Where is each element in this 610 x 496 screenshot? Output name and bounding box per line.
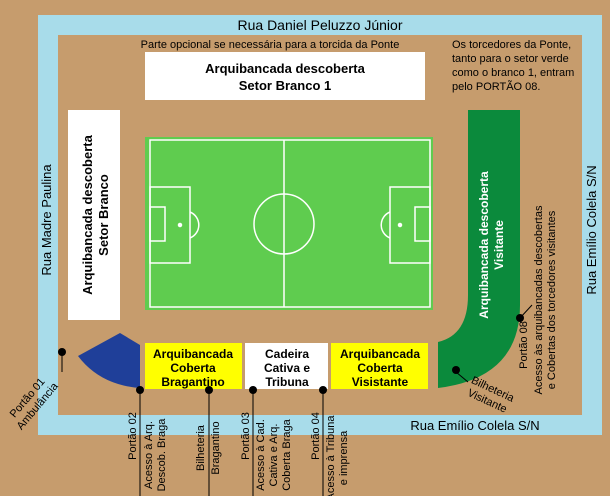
street-top [38,15,602,35]
portao02-marker[interactable] [136,386,144,394]
stand-right-green-label-1: Arquibancada descoberta [477,171,491,319]
stand-top-white-label-1: Arquibancada descoberta [205,61,365,76]
bilheteria-bragantino-marker[interactable] [205,386,213,394]
pitch-center-circle [253,193,315,255]
portao08-label-1: Portão 08 [518,321,530,369]
stand-yellow-bragantino: Arquibancada Coberta Bragantino [145,343,242,389]
gate-leader-lines [61,304,533,496]
stand-white-cadeira: Cadeira Cativa e Tribuna [245,343,328,389]
gate-markers [58,314,524,394]
stand-yellow-bragantino-shape [145,343,242,389]
street-bottom [38,415,602,435]
stand-yellow-bragantino-label-3: Bragantino [161,375,224,389]
portao03-marker[interactable] [249,386,257,394]
stand-white-cadeira-label-1: Cadeira [265,347,309,361]
football-pitch [145,137,433,310]
portao02-label-3: Descob. Braga [156,418,168,492]
stand-yellow-visitante-label-1: Arquibancada [340,347,420,361]
street-left [38,15,58,435]
stand-right-green: Arquibancada descoberta Visitante [438,110,520,388]
stand-yellow-bragantino-label-1: Arquibancada [153,347,233,361]
stand-yellow-visitante-label-2: Coberta [357,361,403,375]
portao03-label-3: Cativa e Arq. [268,424,280,487]
portao02-label-2: Acesso à Arq. [143,421,155,489]
stand-left-white-shape [68,110,120,320]
stand-blue-curve [78,333,140,388]
portao08-marker[interactable] [516,314,524,322]
stand-right-green-label-2: Visitante [492,220,506,270]
pitch-surface [145,137,433,310]
portao04-label-2: Acesso à Tribuna [325,415,337,496]
stand-left-white-label-2: Setor Branco [96,174,111,256]
stand-left-white-label-1: Arquibancada descoberta [80,134,95,294]
ponte-note-line-1: Os torcedores da Ponte, [452,39,571,51]
stand-right-green-shape [438,110,520,388]
pitch-left-penalty-spot [177,222,183,228]
stand-white-cadeira-label-2: Cativa e [264,361,310,375]
pitch-left-penalty-arc [189,211,200,239]
portao03-label-4: Coberta Braga [281,418,293,490]
bilheteria-visitante-leader [455,371,469,383]
stand-top-white-label-2: Setor Branco 1 [239,78,331,93]
portao08-label-3: e Cobertas dos torcedores visitantes [546,210,558,389]
stand-top-white: Arquibancada descoberta Setor Branco 1 [145,52,425,100]
portao03-label-1: Portão 03 [240,412,252,460]
ponte-note-line-4: pelo PORTÃO 08. [452,80,540,93]
portao03-label: Portão 03 Acesso à Cad. Cativa e Arq. Co… [240,412,293,491]
portao04-marker[interactable] [319,386,327,394]
street-name-right: Rua Emílio Colela S/N [584,165,599,294]
portao03-label-2: Acesso à Cad. [255,419,267,491]
bilheteria-bragantino-label: Bilheteria Bragantino [195,421,222,474]
portao08-label-2: Acesso às arquibancadas descobertas [533,205,545,394]
portao04-label: Portão 04 Acesso à Tribuna e imprensa [310,412,350,496]
stand-yellow-visitante: Arquibancada Coberta Visistante [331,343,428,389]
pitch-left-goal-area [149,206,166,242]
bilheteria-bragantino-label-1: Bilheteria [195,424,207,471]
pitch-right-penalty-arc [380,211,391,239]
optional-part-note: Parte opcional se necessária para a torc… [141,39,400,51]
street-name-top: Rua Daniel Peluzzo Júnior [238,17,403,33]
street-name-left: Rua Madre Paulina [39,164,54,276]
portao02-label-1: Portão 02 [127,412,139,460]
stand-yellow-bragantino-label-2: Coberta [170,361,216,375]
portao02-label: Portão 02 Acesso à Arq. Descob. Braga [127,412,168,491]
portao04-label-1: Portão 04 [310,412,322,460]
pitch-right-penalty-spot [397,222,403,228]
ponte-note-line-3: como o branco 1, entram [452,67,574,79]
ponte-fans-note: Os torcedores da Ponte, tanto para o set… [452,39,574,93]
stand-yellow-visitante-label-3: Visistante [352,375,409,389]
street-name-bottom: Rua Emílio Colela S/N [410,418,539,433]
stand-yellow-visitante-shape [331,343,428,389]
stand-top-white-shape [145,52,425,100]
stand-left-white: Arquibancada descoberta Setor Branco [68,110,120,320]
stand-white-cadeira-shape [245,343,328,389]
street-right [582,15,602,435]
portao01-marker[interactable] [58,348,66,356]
pitch-right-goal-area [414,206,431,242]
stand-white-cadeira-label-3: Tribuna [265,375,309,389]
portao04-label-3: e imprensa [338,430,350,485]
ponte-note-line-2: tanto para o setor verde [452,53,569,65]
bilheteria-bragantino-label-2: Bragantino [210,421,222,474]
portao08-label: Portão 08 Acesso às arquibancadas descob… [518,205,558,394]
bilheteria-visitante-marker[interactable] [452,366,460,374]
